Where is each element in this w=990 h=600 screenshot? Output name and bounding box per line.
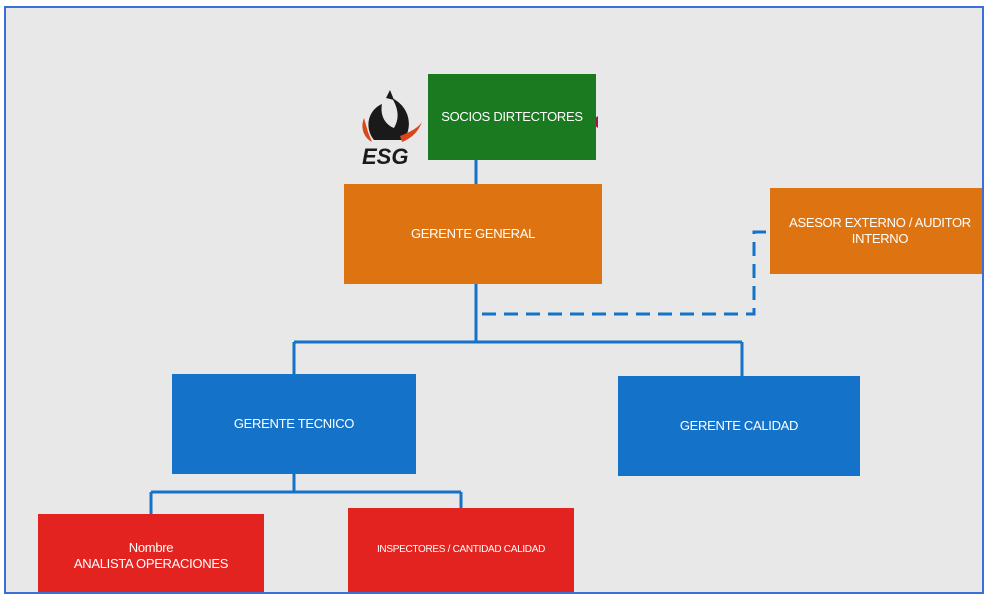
node-gerente-calidad[interactable]: GERENTE CALIDAD: [618, 376, 860, 476]
node-label: SOCIOS DIRTECTORES: [441, 108, 583, 124]
node-label: ANALISTA OPERACIONES: [73, 556, 229, 571]
connector-dashed-asesor: [482, 230, 770, 316]
node-label: GERENTE GENERAL: [410, 225, 536, 241]
logo-text: ESG: [362, 144, 408, 169]
node-label: INSPECTORES / CANTIDAD CALIDAD: [376, 543, 546, 555]
node-name: Nombre: [128, 539, 174, 555]
org-chart-canvas: ESG SOCIOS DIRTECTORES GERENTE GENERAL A…: [4, 6, 984, 594]
node-label: GERENTE CALIDAD: [679, 417, 799, 433]
esg-logo-icon: ESG: [356, 88, 426, 172]
node-analista-operaciones[interactable]: Nombre ANALISTA OPERACIONES: [38, 514, 264, 592]
node-label: GERENTE TECNICO: [233, 415, 355, 431]
node-label: ASESOR EXTERNO / AUDITOR INTERNO: [789, 214, 971, 246]
node-asesor-externo[interactable]: ASESOR EXTERNO / AUDITOR INTERNO: [770, 188, 982, 274]
node-inspectores[interactable]: INSPECTORES / CANTIDAD CALIDAD: [348, 508, 574, 592]
node-gerente-tecnico[interactable]: GERENTE TECNICO: [172, 374, 416, 474]
node-gerente-general[interactable]: GERENTE GENERAL: [344, 184, 602, 284]
node-socios-directores[interactable]: SOCIOS DIRTECTORES: [428, 74, 596, 160]
